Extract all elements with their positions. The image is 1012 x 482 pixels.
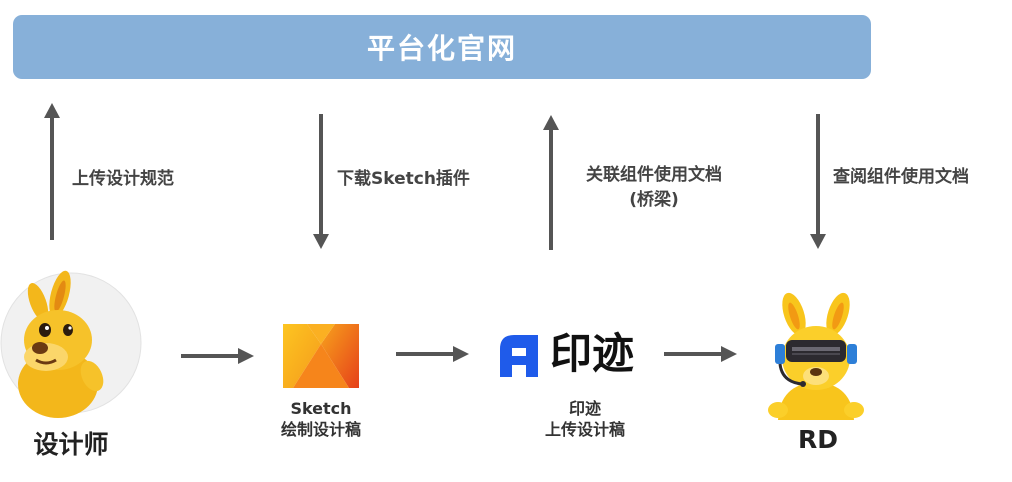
platform-website-banner: 平台化官网 bbox=[13, 15, 871, 79]
sketch-caption: Sketch 绘制设计稿 bbox=[262, 398, 380, 440]
flow-label-upload-spec: 上传设计规范 bbox=[72, 169, 174, 189]
banner-title: 平台化官网 bbox=[366, 32, 517, 65]
yinji-logo-text: 印迹 bbox=[550, 329, 635, 378]
yinji-logo: 印迹 bbox=[496, 330, 634, 378]
flow-label-download-plugin: 下载Sketch插件 bbox=[337, 169, 470, 189]
arrow-yinji-to-rd bbox=[664, 346, 737, 362]
arrow-designer-to-sketch bbox=[181, 348, 254, 364]
flow-label-read-docs: 查阅组件使用文档 bbox=[833, 167, 969, 187]
sketch-caption-line2: 绘制设计稿 bbox=[280, 420, 361, 439]
flow-label-link-docs-sub: (桥梁) bbox=[629, 190, 679, 210]
arrow-link-docs bbox=[543, 115, 559, 250]
flow-label-link-docs-main: 关联组件使用文档 bbox=[586, 165, 722, 185]
designer-label: 设计师 bbox=[33, 430, 109, 459]
rd-label: RD bbox=[797, 425, 838, 454]
yinji-caption-line2: 上传设计稿 bbox=[544, 420, 625, 439]
arrow-read-docs bbox=[810, 114, 826, 249]
arrow-sketch-to-yinji bbox=[396, 346, 469, 362]
flow-label-link-docs: 关联组件使用文档 (桥梁) bbox=[570, 163, 738, 213]
sketch-caption-line1: Sketch bbox=[290, 399, 352, 418]
arrow-download-plugin bbox=[313, 114, 329, 249]
yinji-caption-line1: 印迹 bbox=[568, 399, 601, 418]
kangaroo-mascot-icon bbox=[0, 270, 142, 418]
yinji-logo-icon bbox=[500, 335, 538, 377]
sketch-logo-icon bbox=[283, 324, 359, 388]
yinji-caption: 印迹 上传设计稿 bbox=[526, 398, 644, 440]
robot-kangaroo-mascot-icon bbox=[768, 292, 864, 420]
arrow-upload-spec bbox=[44, 103, 60, 240]
